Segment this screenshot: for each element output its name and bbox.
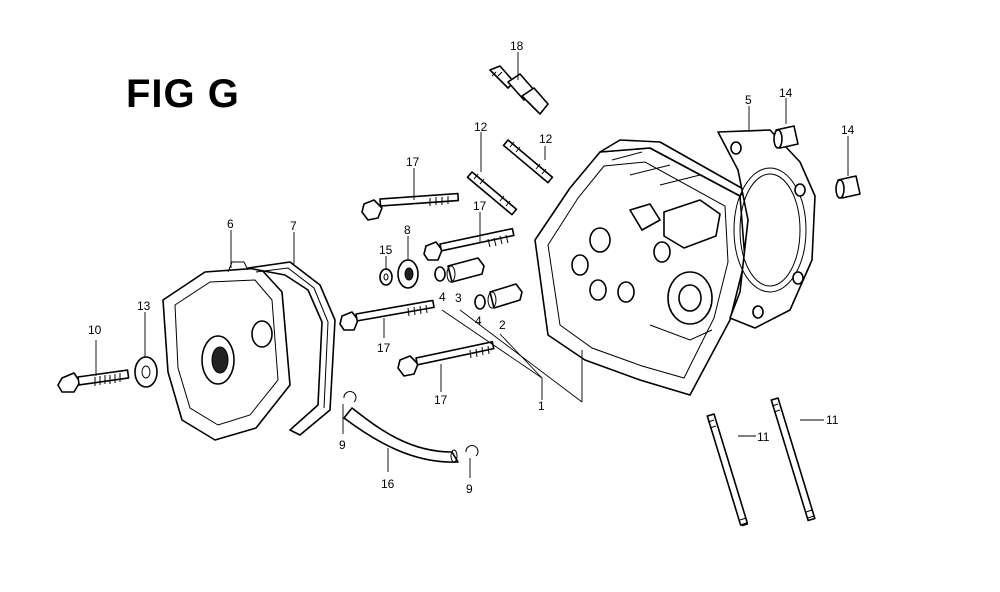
callout-4-lower: 4 <box>475 314 482 328</box>
part-4-oring-lower <box>474 294 486 310</box>
callout-17-bottom: 17 <box>434 393 448 407</box>
part-1-cylinder-head <box>534 139 746 396</box>
part-17-bolt-mid-upper <box>423 227 515 261</box>
part-11-stud-right <box>770 397 816 522</box>
part-18-spark-plug <box>489 65 549 115</box>
callout-17-mid-upper: 17 <box>473 199 487 213</box>
callout-14-upper: 14 <box>779 86 793 100</box>
callout-11-right: 11 <box>826 413 839 427</box>
part-4-oring-upper <box>434 266 446 282</box>
callout-5: 5 <box>745 93 752 107</box>
callout-7: 7 <box>290 219 297 233</box>
part-11-stud-left <box>706 413 749 527</box>
part-17-bolt-bottom <box>397 340 495 377</box>
callout-4-upper: 4 <box>439 290 446 304</box>
callout-3: 3 <box>455 291 462 305</box>
callout-9-upper: 9 <box>339 438 346 452</box>
part-6-head-cover <box>162 261 291 441</box>
part-12-stud-right <box>502 139 554 184</box>
part-13-washer <box>134 356 158 388</box>
part-15-washer <box>379 268 393 286</box>
part-5-head-gasket <box>717 129 816 329</box>
callout-8: 8 <box>404 223 411 237</box>
callout-10: 10 <box>88 323 102 337</box>
part-10-bolt <box>57 369 130 393</box>
part-16-breather-hose <box>343 407 459 463</box>
callout-17-mid-lower: 17 <box>377 341 391 355</box>
callout-11-left: 11 <box>757 430 770 444</box>
part-9-clip-lower <box>465 445 479 457</box>
callout-18: 18 <box>510 39 524 53</box>
leader-lines <box>95 52 849 478</box>
callout-1: 1 <box>538 399 545 413</box>
part-14-dowel-upper <box>773 125 799 149</box>
part-17-bolt-mid-lower <box>339 299 435 331</box>
part-9-clip-upper <box>343 391 357 403</box>
callout-16: 16 <box>381 477 395 491</box>
callout-6: 6 <box>227 217 234 231</box>
callout-12-right: 12 <box>539 132 553 146</box>
callout-2: 2 <box>499 318 506 332</box>
callout-14-lower: 14 <box>841 123 855 137</box>
part-14-dowel-lower <box>835 175 861 199</box>
part-8-seal <box>397 259 419 289</box>
callout-17-top: 17 <box>406 155 420 169</box>
part-12-stud-left <box>466 171 518 216</box>
part-17-bolt-top <box>361 192 460 221</box>
part-2-dowel <box>487 283 523 309</box>
part-7-gasket <box>247 261 336 436</box>
figure-title: FIG G <box>126 72 240 116</box>
callout-12-left: 12 <box>474 120 488 134</box>
callout-9-lower: 9 <box>466 482 473 496</box>
part-3-dowel <box>446 257 485 283</box>
callout-13: 13 <box>137 299 151 313</box>
callout-15: 15 <box>379 243 393 257</box>
